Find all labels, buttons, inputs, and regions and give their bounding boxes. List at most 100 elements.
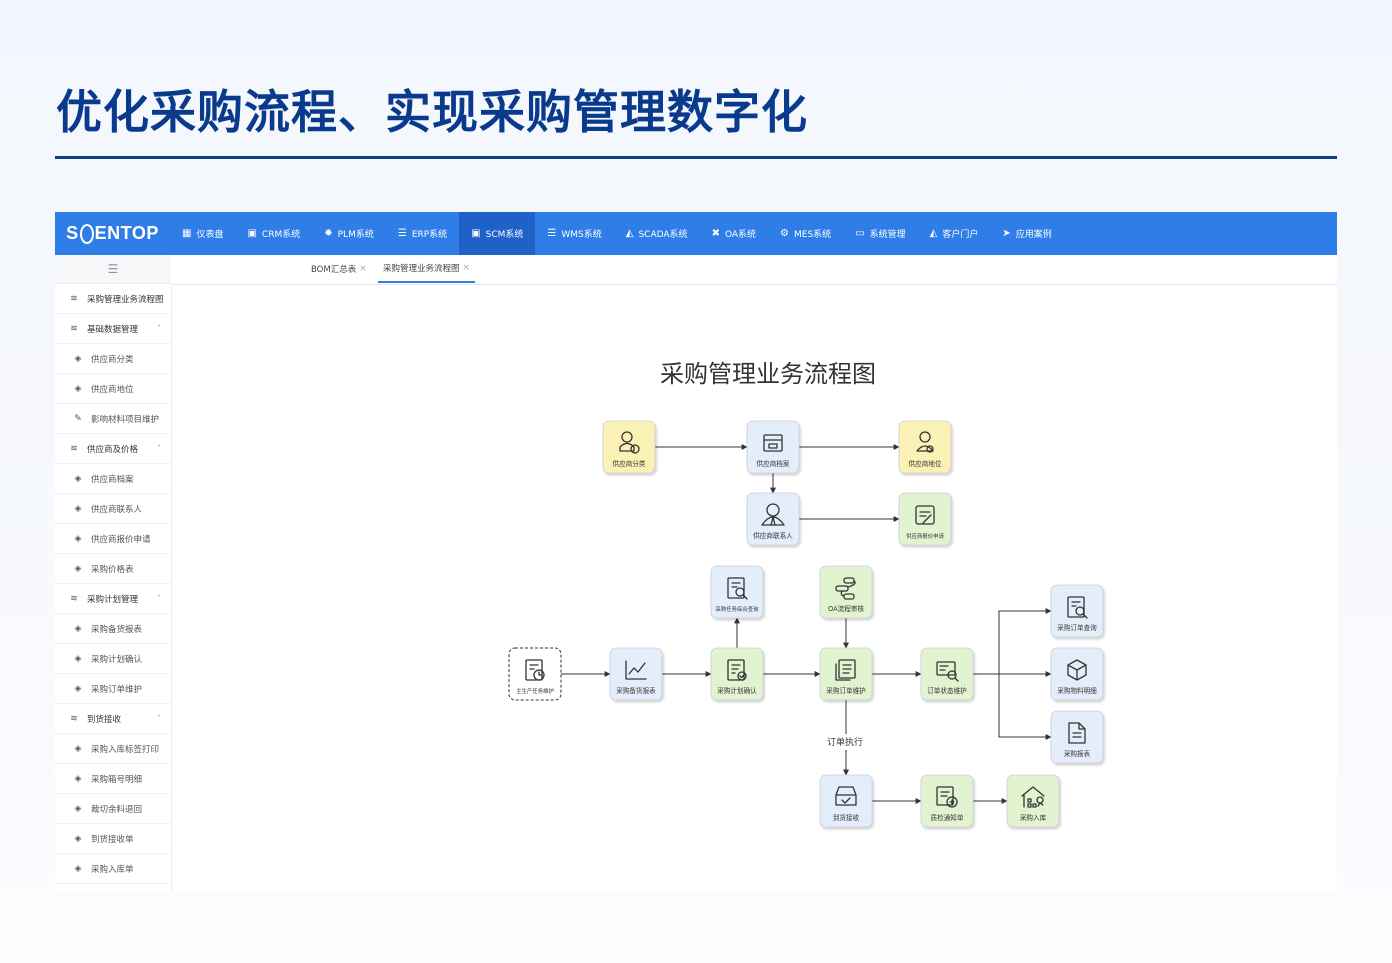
- flow-node-n9[interactable]: 采购备货报表: [609, 647, 663, 701]
- nav-item-4[interactable]: ▣SCM系统: [459, 212, 536, 255]
- close-icon[interactable]: ×: [462, 263, 471, 273]
- sidebar-item-label: 采购入库标签打印: [91, 744, 160, 755]
- chevron-down-icon[interactable]: ˅: [157, 324, 161, 333]
- chevron-down-icon[interactable]: ˅: [157, 444, 161, 453]
- cube-icon: [1067, 659, 1087, 681]
- nav-item-label: OA系统: [724, 230, 757, 240]
- sidebar-item-6[interactable]: ◈供应商档案: [55, 464, 171, 494]
- sidebar-item-2[interactable]: ◈供应商分类: [55, 344, 171, 374]
- sidebar-item-14[interactable]: ≋到货接收˅: [55, 704, 171, 734]
- sidebar-item-label: 供应商及价格: [87, 444, 139, 455]
- flow-node-box: [710, 647, 764, 701]
- flow-node-box: [746, 420, 800, 474]
- flow-node-n16[interactable]: 到货接收: [819, 774, 873, 828]
- sidebar-item-9[interactable]: ◈采购价格表: [55, 554, 171, 584]
- order-status-icon: [936, 661, 959, 682]
- sidebar-item-12[interactable]: ◈采购计划确认: [55, 644, 171, 674]
- flow-node-label: 采购物料明细: [1057, 686, 1097, 695]
- flow-node-label: 供应商档案: [757, 459, 790, 468]
- sidebar-item-17[interactable]: ◈裁切余料退回: [55, 794, 171, 824]
- cube-icon: ◈: [74, 353, 82, 364]
- nav-item-5[interactable]: ☰WMS系统: [535, 212, 613, 255]
- nav-item-label: ERP系统: [411, 230, 448, 240]
- flow-node-n4[interactable]: 供应商联系人: [746, 492, 800, 546]
- tab-0[interactable]: BOM汇总表×: [306, 255, 372, 283]
- close-icon[interactable]: ×: [359, 264, 367, 274]
- nav-item-8[interactable]: ⚙MES系统: [768, 212, 843, 255]
- sidebar-item-label: 采购箱号明细: [91, 774, 143, 785]
- nav-item-9[interactable]: ▭系统管理: [843, 212, 917, 255]
- flow-node-n8[interactable]: 主生产任务维护: [508, 647, 562, 701]
- cube-icon: ◈: [74, 533, 82, 544]
- sidebar-item-10[interactable]: ≋采购计划管理˅: [55, 584, 171, 614]
- flow-node-n12[interactable]: 订单状态维护: [920, 647, 974, 701]
- flow-node-n14[interactable]: 采购物料明细: [1050, 647, 1104, 701]
- list-icon: ☰: [397, 227, 407, 239]
- flow-node-label: 采购入库: [1020, 813, 1047, 822]
- flow-node-n11[interactable]: 采购订单维护: [819, 647, 873, 701]
- cube-icon: ◈: [74, 743, 82, 754]
- flow-node-n15[interactable]: 采购报表: [1050, 710, 1104, 764]
- chevron-down-icon[interactable]: ˅: [157, 594, 161, 603]
- flow-node-box: [898, 420, 952, 474]
- warehouse-icon: [1021, 786, 1045, 808]
- sidebar-item-11[interactable]: ◈采购备货报表: [55, 614, 171, 644]
- order-query-icon: [1067, 596, 1088, 619]
- nav-item-11[interactable]: ➤应用案例: [990, 212, 1063, 255]
- sidebar-item-15[interactable]: ◈ 采购入库标签打印: [55, 734, 171, 764]
- cross-icon: ✖: [711, 227, 720, 239]
- sidebar-item-4[interactable]: ✎影响材料项目维护: [55, 404, 171, 434]
- sidebar-item-19[interactable]: ◈采购入库单: [55, 854, 171, 884]
- sidebar-item-label: 采购管理业务流程图: [87, 294, 164, 305]
- flow-node-n6[interactable]: 采购任务综合查询: [710, 565, 764, 619]
- nav-item-label: 仪表盘: [196, 230, 224, 240]
- edit-icon: ✎: [74, 413, 82, 424]
- sidebar-item-7[interactable]: ◈供应商联系人: [55, 494, 171, 524]
- nav-item-6[interactable]: ◭SCADA系统: [614, 212, 700, 255]
- sidebar-item-5[interactable]: ≋供应商及价格˅: [55, 434, 171, 464]
- flow-node-box: [508, 647, 562, 701]
- flow-node-n18[interactable]: 采购入库: [1006, 774, 1060, 828]
- sidebar-item-18[interactable]: ◈到货接收单: [55, 824, 171, 854]
- chevron-down-icon[interactable]: ˅: [157, 714, 161, 723]
- flow-node-box: [819, 647, 873, 701]
- sidebar-item-16[interactable]: ◈采购箱号明细: [55, 764, 171, 794]
- sidebar-item-3[interactable]: ◈供应商地位: [55, 374, 171, 404]
- flowchart-title: 采购管理业务流程图: [660, 360, 876, 388]
- flow-node-n1[interactable]: 供应商分类: [602, 420, 656, 474]
- sidebar-item-1[interactable]: ≋基础数据管理˅: [55, 314, 171, 344]
- nav-item-7[interactable]: ✖ OA系统: [700, 212, 768, 255]
- supplier-status-icon: [916, 431, 934, 453]
- flow-node-n17[interactable]: 质检通知单: [920, 774, 974, 828]
- paper-plane-icon: ➤: [1002, 227, 1011, 239]
- flow-node-n3[interactable]: 供应商地位: [898, 420, 952, 474]
- nav-item-1[interactable]: ▣CRM系统: [235, 212, 312, 255]
- nav-item-3[interactable]: ☰ ERP系统: [386, 212, 459, 255]
- sidebar-toggle[interactable]: ☰: [55, 255, 171, 284]
- flow-node-n5[interactable]: 供应商报价申请: [898, 492, 952, 546]
- sidebar-item-0[interactable]: ≋采购管理业务流程图: [55, 284, 171, 314]
- sidebar-item-8[interactable]: ◈供应商报价申请: [55, 524, 171, 554]
- flow-node-label: 到货接收: [833, 813, 860, 822]
- sidebar-item-20[interactable]: ◈采购退货: [55, 884, 171, 892]
- flow-node-n10[interactable]: 采购计划确认: [710, 647, 764, 701]
- flow-node-n7[interactable]: OA流程审核: [819, 565, 873, 619]
- nav-item-0[interactable]: ▦ 仪表盘: [170, 212, 235, 255]
- nav-item-label: SCADA系统: [638, 230, 688, 240]
- nav-item-2[interactable]: ✹PLM系统: [312, 212, 386, 255]
- tab-1[interactable]: 采购管理业务流程图×: [378, 255, 476, 283]
- nav-item-label: 系统管理: [869, 230, 906, 240]
- sidebar-item-13[interactable]: ◈采购订单维护: [55, 674, 171, 704]
- edge-n12-n15: [998, 674, 1052, 740]
- flow-node-box: [1006, 774, 1060, 828]
- flowchart-canvas: 采购管理业务流程图 订单执行 供应商分类 供应商档案 供应商地位供应商联系人 供应商报…: [171, 284, 1337, 892]
- flow-node-n2[interactable]: 供应商档案: [746, 420, 800, 474]
- windows-icon: ▦: [182, 227, 192, 239]
- edge-label-order-execution: 订单执行: [827, 736, 863, 748]
- nav-item-10[interactable]: ◭客户门户: [918, 212, 991, 255]
- flow-node-label: 供应商分类: [613, 459, 646, 468]
- id-card-icon: ▣: [247, 227, 257, 239]
- flow-node-n13[interactable]: 采购订单查询: [1050, 584, 1104, 638]
